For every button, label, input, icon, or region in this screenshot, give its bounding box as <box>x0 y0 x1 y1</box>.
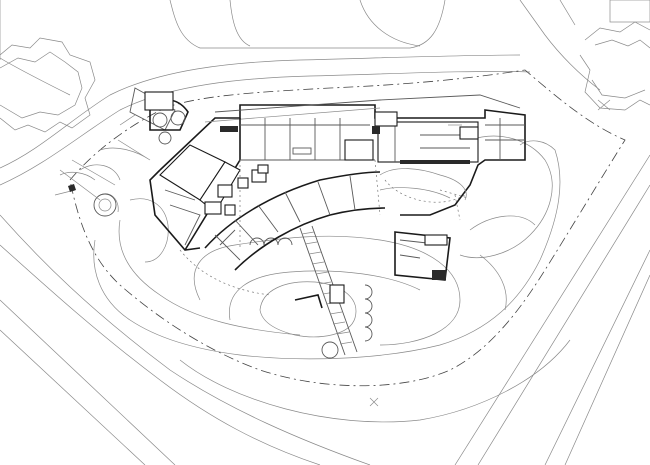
bridge-stair <box>294 225 358 356</box>
neighbouring-buildings <box>0 0 650 133</box>
site-boundary <box>69 69 626 387</box>
left-entrance <box>54 87 189 201</box>
misc-markers <box>369 99 611 407</box>
pavilion <box>394 231 451 281</box>
landscape-paths <box>79 135 561 360</box>
main-building <box>149 94 526 271</box>
